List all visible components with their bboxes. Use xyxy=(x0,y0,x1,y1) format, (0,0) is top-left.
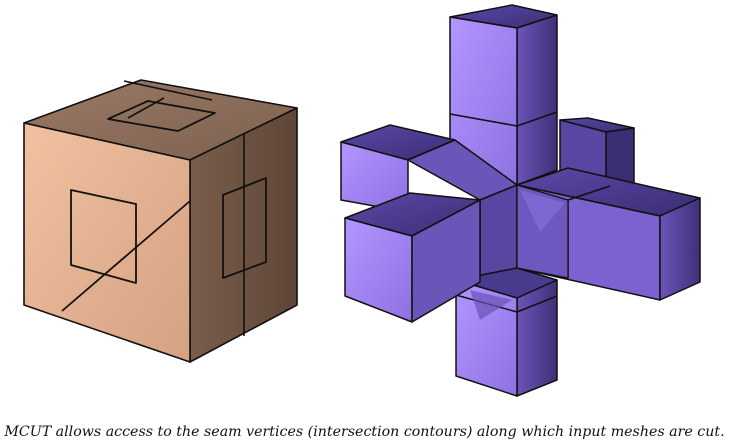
arm-right xyxy=(516,167,701,301)
arm-bottom xyxy=(455,267,558,397)
seam-cube xyxy=(23,79,298,363)
top-seam-line-2 xyxy=(127,97,165,119)
front-seam-diagonal xyxy=(61,200,191,312)
figure xyxy=(23,4,701,397)
figure-caption: MCUT allows access to the seam vertices … xyxy=(4,424,725,440)
arm-front-left xyxy=(344,192,481,323)
top-seam-line xyxy=(123,80,213,101)
top-seam-square xyxy=(107,100,216,132)
cross-mesh xyxy=(340,4,701,397)
front-seam-square xyxy=(70,189,137,284)
side-seam-square xyxy=(222,177,267,279)
cube-front-face xyxy=(23,122,191,363)
arm-top xyxy=(449,4,558,186)
